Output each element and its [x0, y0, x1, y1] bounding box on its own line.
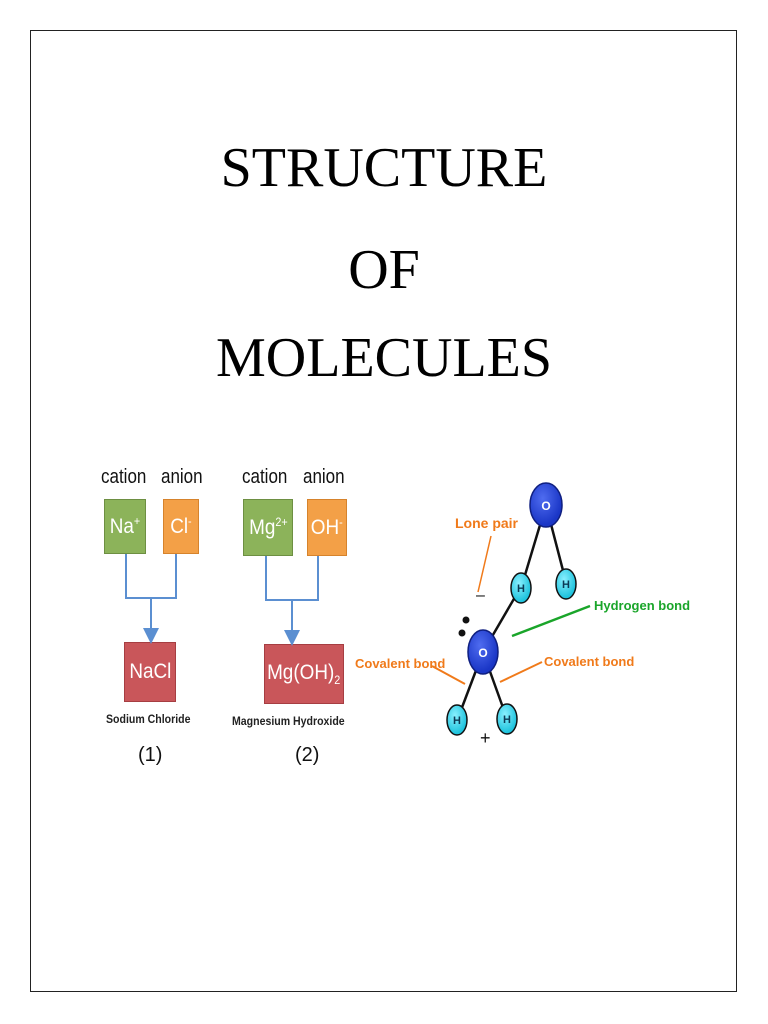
example-number-2: (2) [295, 744, 320, 766]
covalent-pointer-left [431, 665, 466, 685]
hydrogen-symbol-2: H [562, 579, 570, 591]
anion-box-cl: Cl- [163, 499, 199, 554]
partial-positive: + [480, 728, 491, 748]
cation-box-mg: Mg2+ [243, 499, 293, 556]
covalent-bond-label-left: Covalent bond [355, 656, 445, 671]
anion-label-1: anion [161, 466, 203, 488]
hydrogen-symbol-4: H [503, 714, 511, 726]
product-subscript: 2 [334, 673, 341, 688]
hydrogen-symbol-1: H [517, 583, 525, 595]
cation-label-1: cation [101, 466, 147, 488]
cation-label-2: cation [242, 466, 288, 488]
connector-1 [125, 554, 177, 644]
anion-charge-cl: - [188, 514, 192, 528]
partial-negative: – [476, 587, 485, 604]
oxygen-symbol-bottom: O [478, 646, 487, 660]
hydrogen-atom-lower-right: H [496, 703, 518, 735]
covalent-bond-label-right: Covalent bond [544, 654, 634, 669]
title-line-2: OF [348, 239, 420, 301]
title-line-1: STRUCTURE [220, 137, 548, 199]
lone-pair-dot-1 [462, 616, 470, 624]
oxygen-symbol-top: O [541, 499, 550, 513]
product-nacl: NaCl [128, 660, 172, 683]
title-line-3: MOLECULES [216, 327, 552, 389]
product-box-mgoh2: Mg(OH)2 [264, 644, 344, 704]
hydrogen-atom-upper-right: H [555, 568, 577, 600]
oxygen-atom-bottom: O [467, 629, 499, 675]
product-mgoh: Mg(OH) [267, 660, 335, 684]
lone-pair-pointer [477, 535, 492, 593]
cation-box-na: Na+ [104, 499, 146, 554]
anion-label-2: anion [303, 466, 345, 488]
oxygen-atom-top: O [529, 482, 563, 528]
cation-symbol-mg: Mg [248, 516, 275, 539]
anion-charge-oh: - [339, 515, 343, 529]
anion-box-oh: OH- [307, 499, 347, 556]
compound-name-2: Magnesium Hydroxide [232, 714, 345, 728]
product-box-nacl: NaCl [124, 642, 176, 702]
cation-symbol-na: Na [109, 515, 134, 538]
anion-symbol-cl: Cl [170, 515, 189, 538]
example-number-1: (1) [138, 744, 163, 766]
hydrogen-bond-label: Hydrogen bond [594, 598, 690, 613]
lone-pair-label: Lone pair [455, 515, 519, 531]
connector-2 [265, 556, 319, 646]
hydrogen-atom-lower-left: H [446, 704, 468, 736]
compound-name-1: Sodium Chloride [106, 712, 191, 726]
cation-charge-na: + [133, 514, 141, 528]
covalent-bond-lines [456, 504, 568, 719]
hydrogen-atom-upper-left: H [510, 572, 532, 604]
hydrogen-bond-line [511, 604, 591, 638]
page-frame [30, 30, 737, 992]
lone-pair-dot-2 [458, 629, 466, 637]
hydrogen-symbol-3: H [453, 715, 461, 727]
covalent-pointer-right [499, 661, 543, 683]
cation-charge-mg: 2+ [274, 515, 288, 529]
anion-symbol-oh: OH [311, 516, 340, 539]
